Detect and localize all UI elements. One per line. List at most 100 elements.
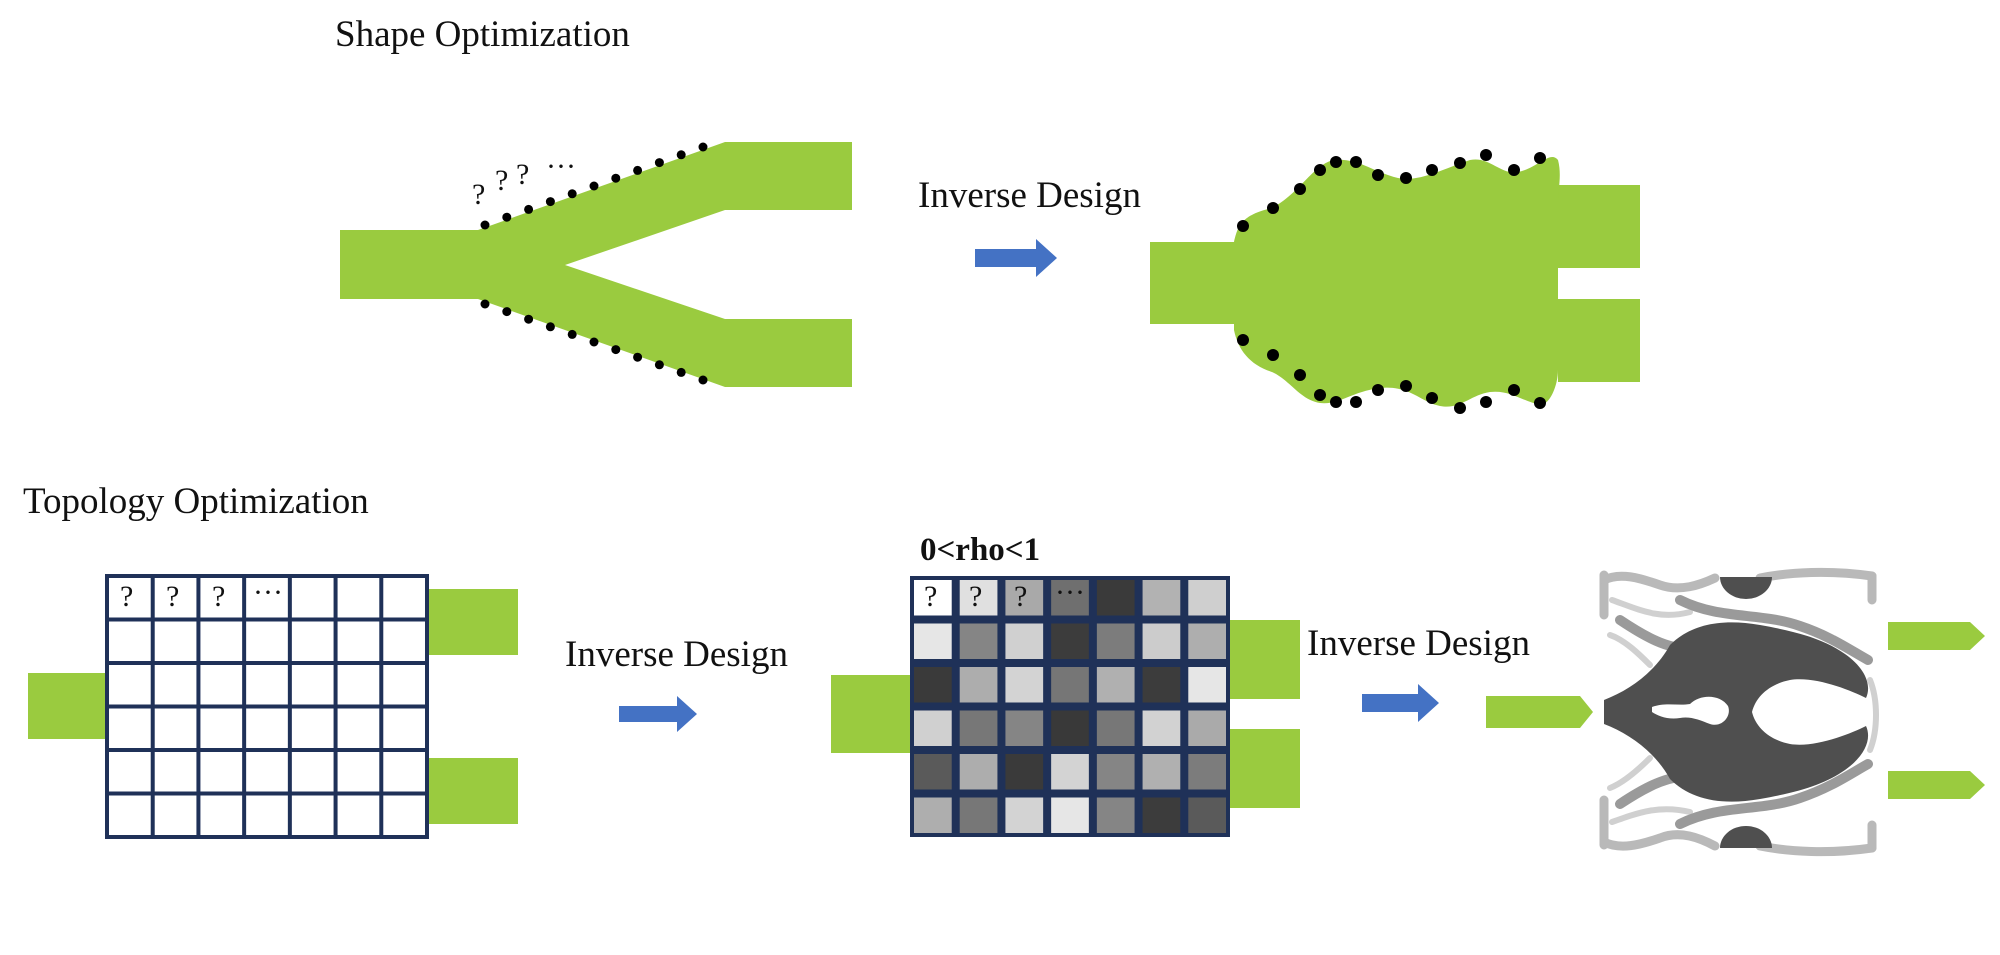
boundary-dot (1237, 334, 1249, 346)
boundary-dot (1330, 156, 1342, 168)
boundary-dot (1426, 392, 1438, 404)
boundary-dot (1372, 384, 1384, 396)
question-mark: ? (495, 164, 508, 197)
boundary-dot (589, 181, 599, 191)
boundary-dot (676, 367, 686, 377)
density-cell (914, 623, 952, 659)
shape-inverse-design-label: Inverse Design (918, 175, 1141, 216)
splitter-question-marks: ? ? ? ··· (472, 150, 576, 211)
boundary-dot (1294, 183, 1306, 195)
boundary-dot (480, 220, 490, 230)
boundary-dot (1314, 164, 1326, 176)
density-cell (1005, 580, 1044, 616)
y-splitter-waveguide (340, 142, 852, 387)
question-mark: ? (166, 580, 179, 613)
question-mark: ? (516, 158, 529, 191)
optimized-boundary-dots (1237, 149, 1546, 414)
boundary-dot (1267, 349, 1279, 361)
question-mark: ? (472, 178, 485, 211)
density-cell (1005, 710, 1044, 746)
boundary-dot (524, 204, 534, 214)
boundary-dot (654, 360, 664, 370)
density-cell (1051, 667, 1089, 703)
density-cell (914, 580, 952, 616)
density-cell (1096, 797, 1135, 833)
boundary-dot (698, 142, 708, 152)
input-port (1486, 696, 1593, 728)
density-cell (1142, 580, 1181, 616)
empty-design-grid: ? ? ? ··· (28, 574, 518, 839)
boundary-dot (1534, 397, 1546, 409)
question-mark: ? (120, 580, 133, 613)
arrow-right-icon (619, 696, 697, 732)
boundary-dot (589, 337, 599, 347)
density-cell (1096, 710, 1135, 746)
boundary-dot (1480, 149, 1492, 161)
density-cell (1142, 754, 1181, 790)
topology-inverse-design-label-2: Inverse Design (1307, 623, 1530, 664)
splitter-boundary-dots (480, 142, 708, 385)
density-design-grid: ? ? ? ··· (831, 576, 1300, 837)
output-port-bottom (427, 758, 518, 824)
density-cell (1142, 623, 1181, 659)
output-port-bottom (1888, 771, 1985, 799)
shape-optimization-title: Shape Optimization (335, 14, 630, 55)
density-cell (959, 754, 998, 790)
topology-optimization-title: Topology Optimization (23, 481, 369, 522)
output-port-top (1888, 622, 1985, 650)
density-cell (1005, 754, 1044, 790)
density-cell (1142, 667, 1181, 703)
density-cell (1188, 797, 1226, 833)
boundary-dot (1400, 172, 1412, 184)
boundary-dot (611, 345, 621, 355)
boundary-dot (567, 189, 577, 199)
input-port (831, 675, 910, 753)
boundary-dot (676, 150, 686, 160)
density-cell (1188, 667, 1226, 703)
density-cell (1051, 710, 1089, 746)
question-mark: ? (212, 580, 225, 613)
question-mark: ? (969, 580, 982, 613)
density-cell (1142, 710, 1181, 746)
ellipsis: ··· (253, 576, 283, 609)
density-cell (1051, 580, 1089, 616)
boundary-dot (1480, 396, 1492, 408)
density-cell (914, 710, 952, 746)
density-cell (1005, 797, 1044, 833)
boundary-dot (1534, 152, 1546, 164)
boundary-dot (1372, 169, 1384, 181)
boundary-dot (611, 173, 621, 183)
density-cell (1142, 797, 1181, 833)
density-cell (914, 667, 952, 703)
optimized-shape-waveguide (1150, 157, 1640, 407)
optimized-topology-device (1486, 567, 1985, 857)
output-port-top (427, 589, 518, 655)
boundary-dot (1426, 164, 1438, 176)
boundary-dot (1508, 164, 1520, 176)
boundary-dot (524, 314, 534, 324)
density-cell (914, 797, 952, 833)
density-range-label: 0<rho<1 (920, 532, 1040, 568)
boundary-dot (1454, 402, 1466, 414)
density-cell (1188, 710, 1226, 746)
boundary-dot (1237, 220, 1249, 232)
output-port-bottom (1230, 729, 1300, 808)
density-cell (1005, 623, 1044, 659)
boundary-dot (1454, 157, 1466, 169)
boundary-dot (1400, 380, 1412, 392)
ellipsis: ··· (1055, 576, 1085, 609)
arrow-right-icon (975, 239, 1057, 277)
density-cell (959, 710, 998, 746)
boundary-dot (654, 158, 664, 168)
density-cell (1188, 754, 1226, 790)
question-mark: ? (1014, 580, 1027, 613)
density-cell (914, 754, 952, 790)
boundary-dot (502, 307, 512, 317)
question-mark: ? (924, 580, 937, 613)
boundary-dot (1330, 396, 1342, 408)
boundary-dot (1267, 202, 1279, 214)
boundary-dot (567, 329, 577, 339)
output-port-top (1230, 620, 1300, 699)
topology-inverse-design-label-1: Inverse Design (565, 634, 788, 675)
